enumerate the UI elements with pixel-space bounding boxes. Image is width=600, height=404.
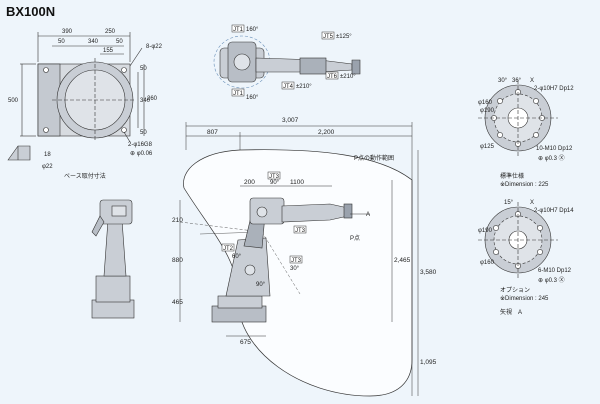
flange-option-labels: 2-φ10H7 Dp14 6-M10 Dp12 ⊕ φ0.3 Ⓧ φ190 φ1… <box>478 200 574 316</box>
dim-2465: 2,465 <box>394 257 411 264</box>
fo-d-190: φ190 <box>478 228 493 234</box>
fs-angle-36: 36° <box>512 78 522 84</box>
jt4-label: JT4 <box>283 84 294 90</box>
fs-x: X <box>530 78 534 84</box>
dim-1100: 1100 <box>290 179 304 186</box>
dim-155: 155 <box>103 48 114 54</box>
top-view-labels: JT1 160° JT1 160° JT5 ±125° JT4 ±210° JT… <box>231 24 356 101</box>
dim-50a: 50 <box>58 39 65 45</box>
base-caption: ベース取付寸法 <box>64 172 106 180</box>
jt5-label: JT5 <box>323 34 334 40</box>
dim-2200: 2,200 <box>318 129 335 136</box>
jt4-value: ±210° <box>296 84 312 90</box>
base-dim-texts: 390 250 50 340 50 155 500 340 50 50 260 … <box>8 29 163 180</box>
jt2-label: JT2 <box>223 246 234 252</box>
fo-dimension: ※Dimension : 245 <box>500 295 549 302</box>
jt1-bot-value: 160° <box>246 95 259 101</box>
jt1-top-label: JT1 <box>233 27 244 33</box>
dim-390: 390 <box>62 29 73 35</box>
fo-d-160: φ160 <box>480 260 495 266</box>
main-dim-lines <box>179 122 419 396</box>
hole-label: 8-φ22 <box>146 44 163 50</box>
dim-500: 500 <box>8 98 19 104</box>
dim-200: 200 <box>244 179 255 186</box>
angle-90a: 90° <box>270 180 280 186</box>
top-view <box>213 35 361 89</box>
jt3-label-mid: JT3 <box>295 228 306 234</box>
jt3-label-low: JT3 <box>291 258 302 264</box>
jt1-bot-label: JT1 <box>233 91 244 97</box>
fo-label-1: 2-φ10H7 Dp14 <box>534 208 574 214</box>
dim-3007: 3,007 <box>282 117 299 124</box>
jt1-top-value: 160° <box>246 27 259 33</box>
dim-260: 260 <box>147 96 158 102</box>
jt6-value: ±210° <box>340 74 356 80</box>
dim-340v: 340 <box>140 98 151 104</box>
angle-90b: 90° <box>256 282 266 288</box>
small-dim-phi22: φ22 <box>42 164 53 170</box>
dim-1095: 1,095 <box>420 359 437 366</box>
dim-50v: 50 <box>140 66 147 72</box>
view-label: 矢視 A <box>500 308 522 316</box>
angle-30: 30° <box>290 266 300 272</box>
fs-d-125: φ125 <box>480 144 495 150</box>
dim-675: 675 <box>240 339 251 346</box>
dim-3580: 3,580 <box>420 269 437 276</box>
fs-dimension: ※Dimension : 225 <box>500 181 549 188</box>
dim-880: 880 <box>172 257 183 264</box>
angle-60: 60° <box>232 254 242 260</box>
fs-caption: 標準仕様 <box>500 172 524 180</box>
base-view <box>20 32 145 143</box>
main-robot <box>211 197 353 323</box>
fs-angle-30: 30° <box>498 78 508 84</box>
dim-465: 465 <box>172 299 183 306</box>
jt6-label: JT6 <box>327 74 338 80</box>
fo-angle-15: 15° <box>504 200 514 206</box>
base-section <box>7 145 31 161</box>
fo-label-2: 6-M10 Dp12 <box>538 268 572 274</box>
jt3-label-top: JT3 <box>269 174 280 180</box>
dim-340: 340 <box>88 39 99 45</box>
fo-x: X <box>530 200 534 206</box>
dim-50v2: 50 <box>140 130 147 136</box>
tol-label: ⊕ φ0.06 <box>130 151 153 157</box>
fs-label-2: 10-M10 Dp12 <box>536 146 573 152</box>
pin-label: 2-φ16G8 <box>128 142 153 148</box>
dim-50b: 50 <box>116 39 123 45</box>
workspace-envelope <box>183 149 413 397</box>
fs-d-160: φ160 <box>478 100 493 106</box>
dim-807: 807 <box>207 129 218 136</box>
front-view-robot <box>91 199 135 319</box>
arrow-a-label: A <box>366 212 370 218</box>
fo-caption: オプション <box>500 287 530 294</box>
small-dim-18: 18 <box>44 152 51 158</box>
fs-d-190: φ190 <box>480 108 495 114</box>
fs-label-1: 2-φ10H7 Dp12 <box>534 86 574 92</box>
dim-250: 250 <box>105 29 116 35</box>
range-label: P点の動作範囲 <box>354 154 394 162</box>
model-title: BX100N <box>6 4 56 19</box>
main-dim-texts: 807 3,007 2,200 200 1100 210 880 465 2,4… <box>172 117 437 366</box>
flange-option <box>478 202 558 278</box>
flange-standard-labels: 2-φ10H7 Dp12 10-M10 Dp12 ⊕ φ0.3 Ⓧ φ160 φ… <box>478 78 574 188</box>
p-point-label: P点 <box>350 234 360 242</box>
fs-label-3: ⊕ φ0.3 Ⓧ <box>538 154 565 162</box>
dim-210: 210 <box>172 217 183 224</box>
jt5-value: ±125° <box>336 34 352 40</box>
fo-label-3: ⊕ φ0.3 Ⓧ <box>538 276 565 284</box>
flange-standard <box>478 80 558 156</box>
